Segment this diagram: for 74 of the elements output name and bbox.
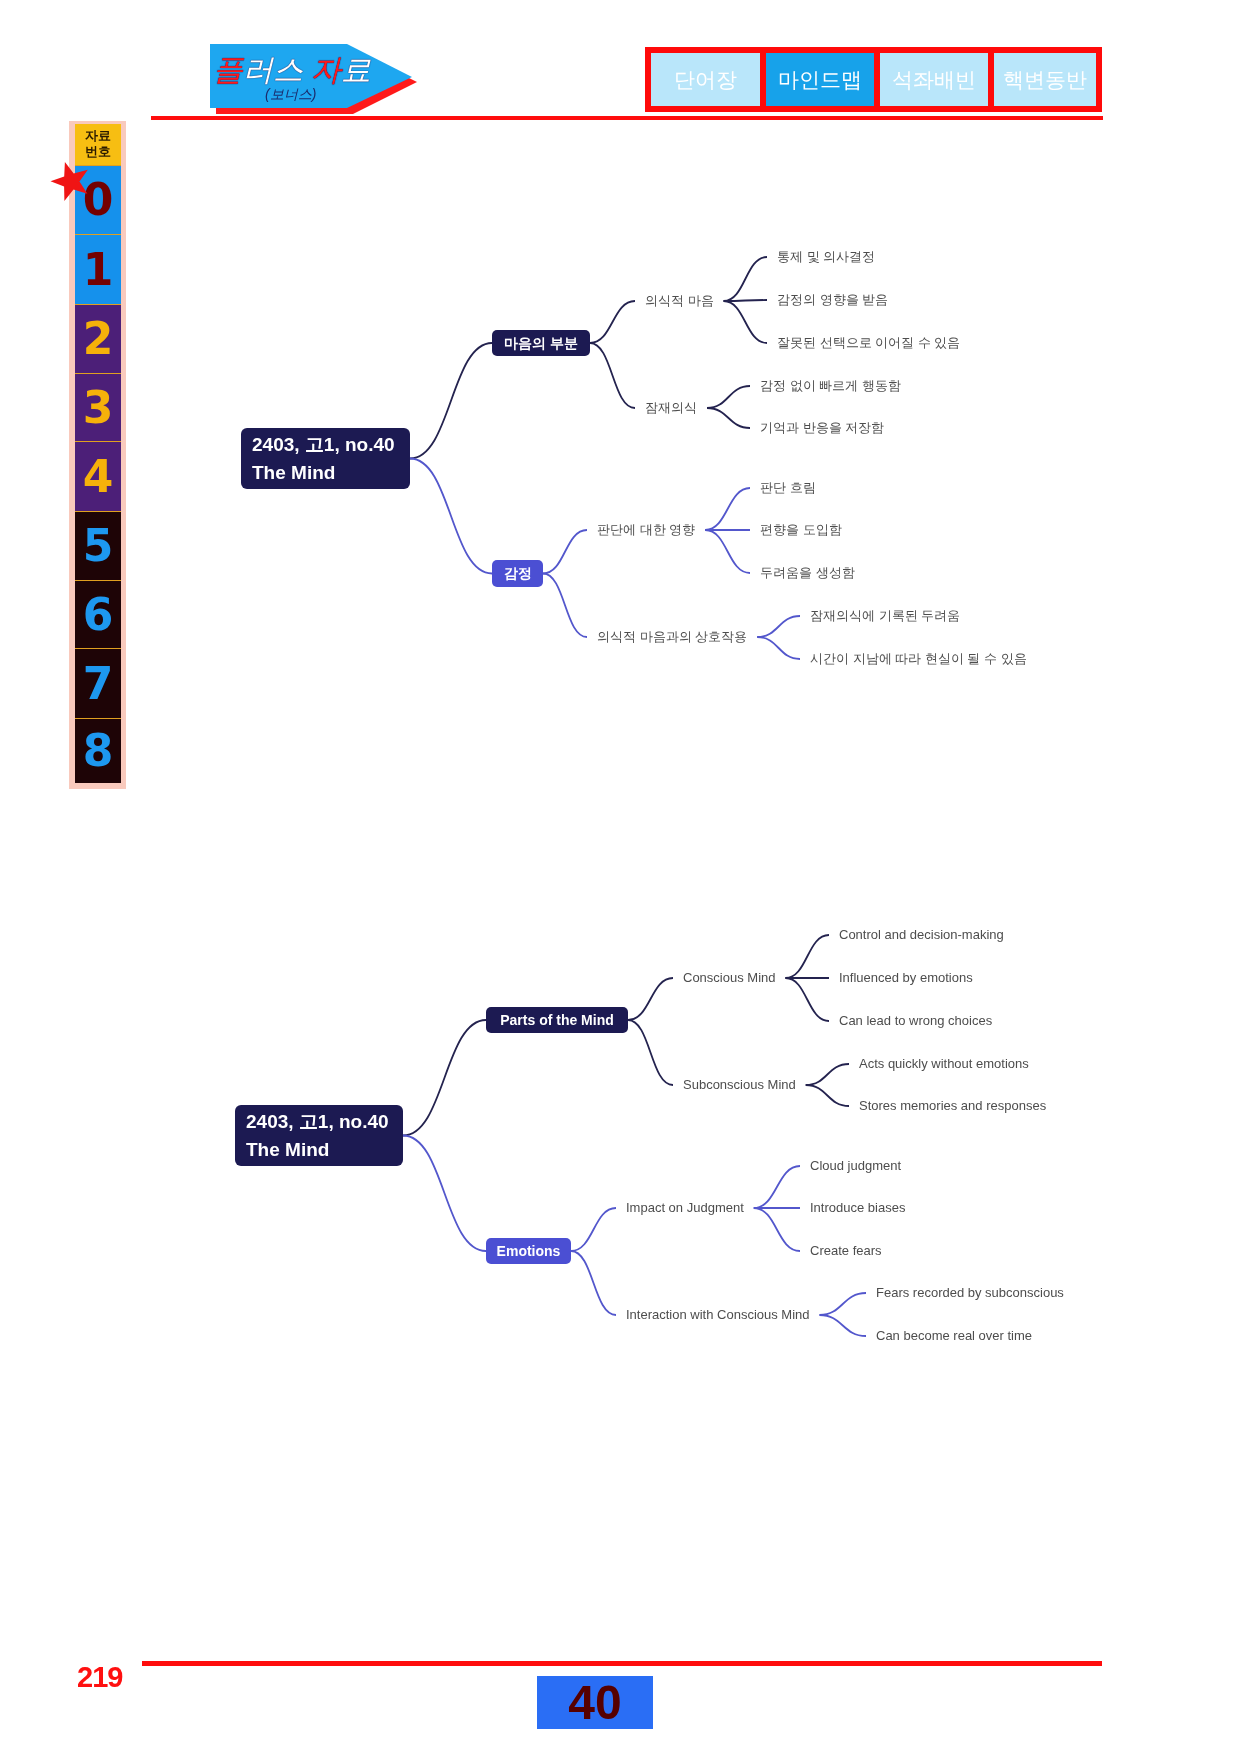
page-number: 219 [77,1662,123,1692]
branch-label: Interaction with Conscious Mind [616,1305,820,1325]
connector-line [570,1250,617,1316]
leaf-label: Influenced by emotions [829,968,973,988]
leaf-label: 잘못된 선택으로 이어질 수 있음 [767,333,961,353]
topic-box: 감정 [492,560,543,587]
connector-line [542,529,588,575]
connector-line [722,300,768,344]
connector-line [706,407,751,429]
number-cell: 1 [75,234,121,304]
banner-subtitle: (보너스) [265,86,317,102]
number-cell: 5 [75,511,121,580]
branch-label: 의식적 마음 [635,291,724,311]
branch-label: Subconscious Mind [673,1075,806,1095]
connector-line [627,1019,674,1086]
branch-label: Conscious Mind [673,968,786,988]
banner-title: 플러스 자료 [213,52,372,88]
leaf-label: Cloud judgment [800,1156,902,1176]
title-text: 2403, 고1, no.40 [252,433,396,457]
number-cell: 8 [75,718,121,783]
leaf-label: Create fears [800,1241,882,1261]
number-cell: 2 [75,304,121,373]
number-cell: 7 [75,648,121,718]
topic-box: 마음의 부분 [492,330,590,356]
branch-label: Impact on Judgment [616,1198,754,1218]
leaf-label: 통제 및 의사결정 [767,247,876,267]
connector-line [756,636,801,660]
connector-line [589,300,636,344]
leaf-label: 기억과 반응을 저장함 [750,418,885,438]
title-text: 2403, 고1, no.40 [246,1110,390,1134]
number-box: 40 [537,1676,653,1729]
connector-line [409,457,493,575]
leaf-label: 판단 흐림 [750,478,816,498]
sidebar-panel [69,121,126,789]
number-cell: 4 [75,441,121,511]
leaf-label: 시간이 지남에 따라 현실이 될 수 있음 [800,649,1027,669]
branch-label: 잠재의식 [635,398,707,418]
connector-line [402,1134,487,1252]
leaf-label: 두려움을 생성함 [750,563,855,583]
connector-line [752,1207,801,1252]
leaf-label: Control and decision-making [829,925,1004,945]
leaf-label: 편향을 도입함 [750,520,842,540]
subtitle-text: The Mind [252,461,337,485]
number-cell: 0 [75,165,121,234]
connector-line [784,977,830,1022]
leaf-label: 잠재의식에 기록된 두려움 [800,606,961,626]
branch-label: 의식적 마음과의 상호작용 [587,627,758,647]
topic-box: Parts of the Mind [486,1007,628,1033]
connector-line [402,1019,487,1137]
connector-line [542,572,588,638]
leaf-label: 감정 없이 빠르게 행동함 [750,376,901,396]
topic-box: Emotions [486,1238,571,1264]
subtitle-text: The Mind [246,1138,331,1162]
connector-line [570,1207,617,1252]
leaf-label: Introduce biases [800,1198,906,1218]
leaf-label: Can become real over time [866,1326,1033,1346]
leaf-label: 감정의 영향을 받음 [767,290,889,310]
connector-line [804,1084,850,1107]
connector-line [589,342,636,409]
connector-line [704,529,751,574]
leaf-label: Acts quickly without emotions [849,1054,1029,1074]
connector-line [627,977,674,1021]
leaf-label: Stores memories and responses [849,1096,1047,1116]
leaf-label: Fears recorded by subconscious [866,1283,1064,1303]
branch-label: 판단에 대한 영향 [587,520,706,540]
root-box [235,1105,403,1166]
number-cell: 6 [75,580,121,648]
number-cell: 3 [75,373,121,441]
connector-line [818,1314,867,1337]
leaf-label: Can lead to wrong choices [829,1011,993,1031]
connector-line [409,342,493,460]
heading-cell: 자료 번호 [75,124,121,165]
root-box [241,428,410,489]
arrow-banner [207,44,419,114]
